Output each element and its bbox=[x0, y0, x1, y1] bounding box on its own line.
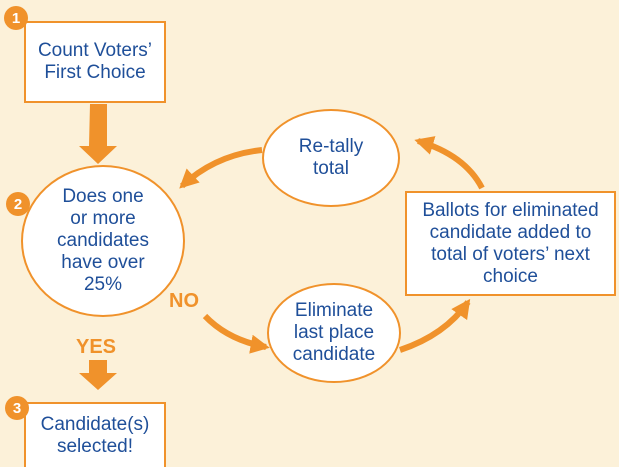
step2-label: Does one or more candidates have over 25… bbox=[57, 186, 149, 295]
arrow-yes-to-step3 bbox=[79, 360, 117, 390]
eliminate-label: Eliminate last place candidate bbox=[292, 300, 376, 365]
arrow-step1-to-step2 bbox=[79, 104, 117, 164]
arrow-ballots-to-retally bbox=[414, 136, 485, 190]
step1-badge: 1 bbox=[4, 6, 28, 30]
arrow-eliminate-to-ballots bbox=[399, 298, 471, 353]
yes-label: YES bbox=[76, 336, 117, 358]
step1-label: Count Voters’ First Choice bbox=[37, 40, 153, 83]
eliminate-circle: Eliminate last place candidate bbox=[267, 283, 401, 383]
retally-circle: Re-tally total bbox=[262, 109, 400, 207]
no-label: NO bbox=[169, 290, 199, 312]
step3-box: Candidate(s) selected! bbox=[24, 402, 166, 467]
step1-box: Count Voters’ First Choice bbox=[24, 21, 166, 103]
step3-label: Candidate(s) selected! bbox=[40, 413, 150, 457]
arrow-no-to-eliminate bbox=[202, 313, 270, 354]
step2-badge: 2 bbox=[6, 192, 30, 216]
arrow-retally-to-step2 bbox=[179, 147, 263, 189]
ballots-box: Ballots for eliminated candidate added t… bbox=[405, 191, 616, 296]
retally-label: Re-tally total bbox=[298, 136, 364, 179]
step2-circle: Does one or more candidates have over 25… bbox=[21, 165, 185, 317]
ballots-label: Ballots for eliminated candidate added t… bbox=[422, 199, 599, 287]
step3-badge: 3 bbox=[5, 396, 29, 420]
